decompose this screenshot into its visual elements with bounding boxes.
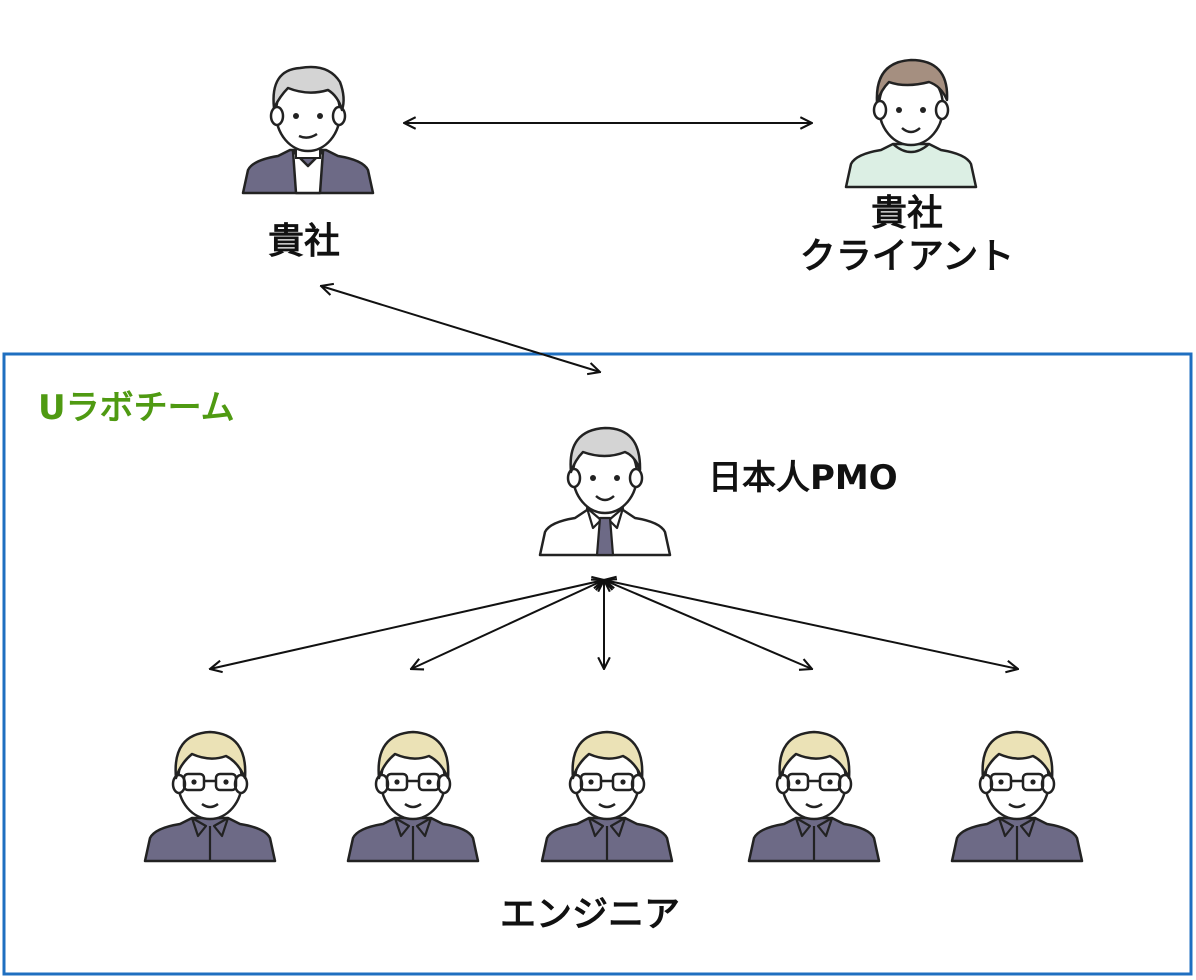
arrow-pmo-engineer-1 xyxy=(210,580,604,669)
engineer-glasses-icon xyxy=(950,730,1084,863)
client-label: 貴社 クライアント xyxy=(782,192,1032,278)
engineer-glasses-icon xyxy=(143,730,277,863)
pmo-label: 日本人PMO xyxy=(708,458,898,498)
client-label-line2: クライアント xyxy=(799,236,1015,278)
engineer-glasses-icon xyxy=(346,730,480,863)
company-label: 貴社 xyxy=(268,221,341,262)
engineer-glasses-icon xyxy=(540,730,674,863)
arrow-company-pmo xyxy=(321,286,600,372)
team-label: Uラボチーム xyxy=(38,388,235,428)
arrow-pmo-engineer-5 xyxy=(604,580,1018,669)
engineer-glasses-icon xyxy=(747,730,881,863)
client-person-icon xyxy=(844,58,978,189)
client-label-line1: 貴社 xyxy=(870,193,943,234)
engineers-label: エンジニア xyxy=(500,894,681,935)
businessman-icon xyxy=(241,65,375,195)
arrow-pmo-engineer-2 xyxy=(411,580,604,669)
pmo-person-icon xyxy=(538,426,672,557)
arrow-pmo-engineer-4 xyxy=(604,580,812,669)
